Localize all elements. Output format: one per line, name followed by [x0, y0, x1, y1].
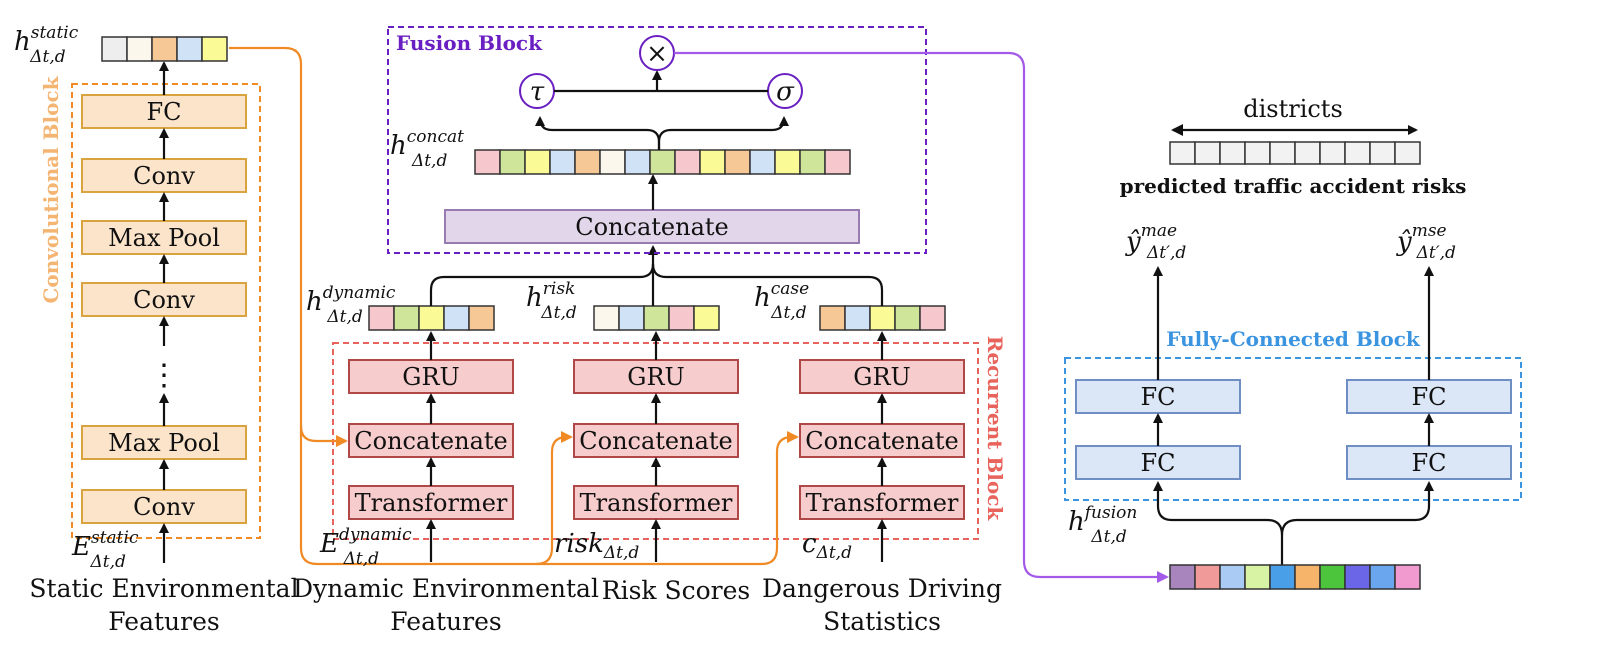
- conv-layer-conv-3: Conv: [81, 158, 247, 193]
- fusion-output-connector: [674, 51, 1169, 583]
- h-fusion-vector: [1169, 564, 1421, 590]
- svg-text:Transformer: Transformer: [355, 489, 508, 517]
- dynamic-env-caption-line2: Features: [390, 607, 501, 636]
- svg-text:σ: σ: [776, 77, 795, 107]
- recurrent-column-risk: GRU Concatenate Transformer: [573, 331, 739, 562]
- dangerous-caption-line1: Dangerous Driving: [762, 574, 1002, 603]
- conv-layer-conv-2: Conv: [81, 282, 247, 317]
- h-concat-vector: [474, 149, 851, 175]
- recurrent-column-dynamic: GRU Concatenate Transformer: [348, 331, 514, 562]
- svg-text:Concatenate: Concatenate: [579, 427, 732, 455]
- svg-text:FC: FC: [1411, 383, 1446, 411]
- static-to-risk-concat-connector: [299, 426, 573, 566]
- svg-text:FC: FC: [1140, 449, 1175, 477]
- recurrent-block-title: Recurrent Block: [983, 336, 1007, 522]
- h-case-vector: [819, 305, 946, 331]
- svg-text:Concatenate: Concatenate: [575, 213, 728, 241]
- risk-scores-caption: Risk Scores: [602, 576, 751, 605]
- svg-text:Max Pool: Max Pool: [108, 429, 220, 457]
- svg-text:Conv: Conv: [133, 286, 195, 314]
- fully-connected-block-title: Fully-Connected Block: [1166, 327, 1421, 351]
- conv-layer-maxpool-1: Max Pool: [81, 425, 247, 460]
- conv-layer-fc: FC: [81, 94, 247, 129]
- static-to-case-concat-connector: [536, 431, 799, 566]
- svg-text:FC: FC: [1140, 383, 1175, 411]
- ellipsis-dots: ⋮: [149, 358, 179, 393]
- svg-text:Conv: Conv: [133, 493, 195, 521]
- c-input-label: cΔt,d: [802, 529, 852, 563]
- svg-text:Max Pool: Max Pool: [108, 224, 220, 252]
- dangerous-caption-line2: Statistics: [823, 607, 941, 636]
- fusion-block-title: Fusion Block: [396, 31, 543, 55]
- dynamic-env-caption-line1: Dynamic Environmental: [293, 574, 599, 603]
- svg-text:×: ×: [646, 39, 668, 69]
- svg-text:Transformer: Transformer: [806, 489, 959, 517]
- predicted-risk-vector: [1169, 141, 1421, 165]
- svg-text:τ: τ: [530, 77, 545, 107]
- convolutional-block-title: Convolutional Block: [39, 75, 63, 303]
- predicted-risks-caption: predicted traffic accident risks: [1120, 174, 1467, 198]
- h-dynamic-vector: [368, 305, 495, 331]
- risk-input-label: riskΔt,d: [554, 529, 639, 563]
- recurrent-column-case: GRU Concatenate Transformer: [799, 331, 965, 562]
- fusion-concatenate-layer: [444, 209, 860, 244]
- svg-text:FC: FC: [146, 98, 181, 126]
- districts-label: districts: [1243, 95, 1343, 123]
- svg-text:GRU: GRU: [402, 363, 459, 391]
- svg-text:FC: FC: [1411, 449, 1446, 477]
- svg-text:Conv: Conv: [133, 162, 195, 190]
- svg-text:GRU: GRU: [627, 363, 684, 391]
- conv-layer-conv-1: Conv: [81, 489, 247, 524]
- convolutional-block: Convolutional Block FC Conv Max Pool Con…: [39, 61, 261, 563]
- svg-text:Transformer: Transformer: [580, 489, 733, 517]
- recurrent-block: Recurrent Block: [332, 336, 1007, 540]
- tau-operator: τ: [519, 73, 555, 109]
- static-to-concat-connector: [229, 46, 348, 447]
- static-env-caption-line2: Features: [108, 607, 219, 636]
- static-env-caption-line1: Static Environmental: [29, 574, 298, 603]
- conv-layer-maxpool-2: Max Pool: [81, 220, 247, 255]
- svg-text:Concatenate: Concatenate: [805, 427, 958, 455]
- fully-connected-block: Fully-Connected Block FC FC FC FC: [1064, 327, 1522, 501]
- svg-text:GRU: GRU: [853, 363, 910, 391]
- svg-text:Concatenate: Concatenate: [354, 427, 507, 455]
- h-risk-vector: [593, 305, 720, 331]
- fusion-block: Fusion Block Concatenate: [387, 26, 927, 254]
- multiply-operator: ×: [639, 35, 675, 71]
- h-static-vector: [101, 36, 228, 62]
- sigma-operator: σ: [767, 73, 803, 109]
